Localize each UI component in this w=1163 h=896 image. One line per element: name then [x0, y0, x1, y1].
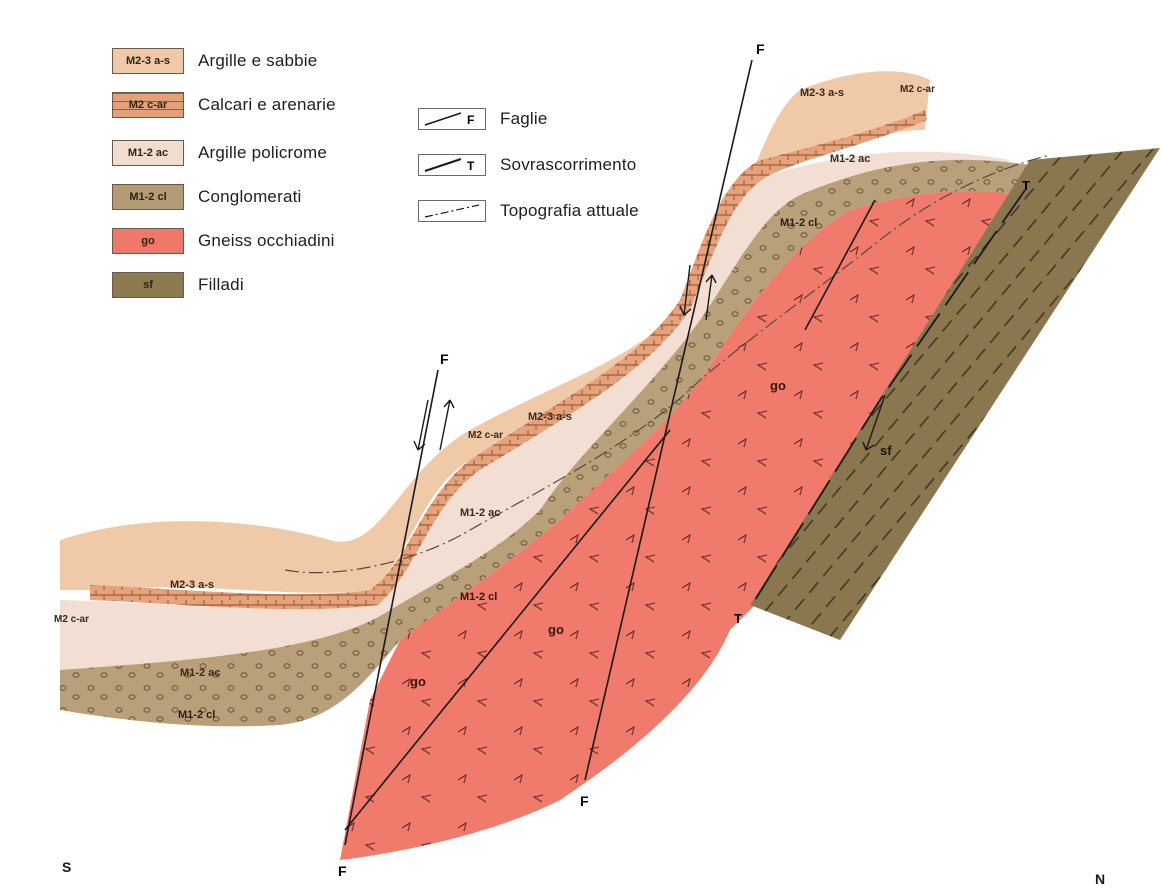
legend-code: M1-2 ac	[128, 147, 168, 159]
legend-code: M2 c-ar	[129, 99, 168, 111]
unit-label-m12cl: M1-2 cl	[780, 217, 817, 229]
unit-label-m23: M2-3 a-s	[170, 579, 214, 591]
legend-item-filladi: sf Filladi	[112, 272, 244, 298]
unit-label-m23: M2-3 a-s	[528, 411, 572, 423]
fault-label: F	[756, 41, 765, 57]
legend-code: M1-2 cl	[129, 191, 166, 203]
unit-label-m12ac: M1-2 ac	[830, 153, 870, 165]
unit-label-m2: M2 c-ar	[468, 430, 503, 441]
legend-item-gneiss: go Gneiss occhiadini	[112, 228, 335, 254]
legend-code: M2-3 a-s	[126, 55, 170, 67]
legend-swatch: go	[112, 228, 184, 254]
legend-item-topografia: Topografia attuale	[418, 200, 639, 222]
unit-label-go: go	[548, 622, 564, 637]
legend-label: Argille policrome	[198, 143, 327, 163]
legend-swatch: M2 c-ar	[112, 92, 184, 118]
unit-label-m12ac: M1-2 ac	[460, 507, 500, 519]
legend-label: Calcari e arenarie	[198, 95, 336, 115]
unit-label-sf: sf	[880, 443, 892, 458]
legend-swatch: sf	[112, 272, 184, 298]
legend-swatch: M1-2 cl	[112, 184, 184, 210]
legend-label: Filladi	[198, 275, 244, 295]
north-label: N	[1095, 871, 1105, 887]
fault-key-box: F	[418, 108, 486, 130]
legend-item-argille-sabbie: M2-3 a-s Argille e sabbie	[112, 48, 317, 74]
unit-label-m23: M2-3 a-s	[800, 87, 844, 99]
south-label: S	[62, 859, 71, 875]
legend-label: Argille e sabbie	[198, 51, 317, 71]
legend-item-faglie: F Faglie	[418, 108, 548, 130]
topography-key-box	[418, 200, 486, 222]
topography-key-symbol	[419, 201, 485, 221]
legend-label: Sovrascorrimento	[500, 155, 636, 175]
legend-label: Faglie	[500, 109, 548, 129]
thrust-label: T	[734, 611, 742, 626]
legend-item-sovrascorrimento: T Sovrascorrimento	[418, 154, 636, 176]
legend-item-argille-policrome: M1-2 ac Argille policrome	[112, 140, 327, 166]
unit-label-m12cl: M1-2 cl	[178, 709, 215, 721]
legend-swatch: M2-3 a-s	[112, 48, 184, 74]
legend-label: Gneiss occhiadini	[198, 231, 335, 251]
unit-label-m12ac: M1-2 ac	[180, 667, 220, 679]
fault-label: F	[440, 351, 449, 367]
unit-label-m2: M2 c-ar	[900, 84, 935, 95]
thrust-label: T	[1022, 178, 1030, 193]
thrust-key-code: T	[467, 159, 475, 173]
thrust-key-symbol: T	[419, 155, 485, 175]
unit-label-m2: M2 c-ar	[54, 614, 89, 625]
legend-label: Topografia attuale	[500, 201, 639, 221]
legend-code: sf	[143, 279, 153, 291]
thrust-key-box: T	[418, 154, 486, 176]
unit-label-go: go	[410, 674, 426, 689]
fault-label: F	[580, 793, 589, 809]
unit-label-go: go	[770, 378, 786, 393]
legend-item-calcari-arenarie: M2 c-ar Calcari e arenarie	[112, 92, 336, 118]
fault-key-symbol: F	[419, 109, 485, 129]
fault-label: F	[338, 863, 347, 879]
unit-label-m12cl: M1-2 cl	[460, 591, 497, 603]
legend-label: Conglomerati	[198, 187, 302, 207]
legend-item-conglomerati: M1-2 cl Conglomerati	[112, 184, 302, 210]
fault-key-code: F	[467, 113, 474, 127]
legend-code: go	[141, 235, 154, 247]
legend-swatch: M1-2 ac	[112, 140, 184, 166]
